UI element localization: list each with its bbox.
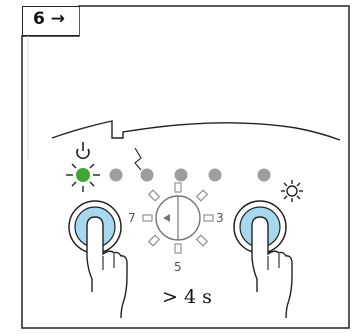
power-icon bbox=[76, 142, 90, 160]
dial-value-left: 7 bbox=[128, 211, 136, 225]
led-3 bbox=[174, 168, 188, 182]
right-hand-finger-lines bbox=[267, 254, 280, 270]
step-tab bbox=[22, 6, 79, 36]
led-4 bbox=[208, 168, 222, 182]
fault-symbol bbox=[134, 147, 142, 171]
led-power-active bbox=[76, 168, 90, 182]
rotary-dial-icon bbox=[142, 182, 214, 254]
sun-icon bbox=[281, 180, 303, 202]
led-1 bbox=[109, 168, 123, 182]
led-5 bbox=[257, 168, 271, 182]
dial-value-right: 3 bbox=[216, 211, 224, 225]
hand-press-icon bbox=[86, 216, 128, 319]
step-number: 6 → bbox=[33, 9, 65, 29]
dial-value-bottom: 5 bbox=[174, 260, 182, 274]
left-hand-finger-lines bbox=[102, 254, 115, 270]
panel-frame bbox=[21, 5, 350, 329]
led-2 bbox=[140, 168, 154, 182]
hand-press-icon bbox=[251, 216, 293, 319]
led-active-rays bbox=[66, 163, 100, 192]
housing-outline bbox=[51, 120, 341, 141]
press-duration-label: > 4 s bbox=[162, 286, 212, 308]
